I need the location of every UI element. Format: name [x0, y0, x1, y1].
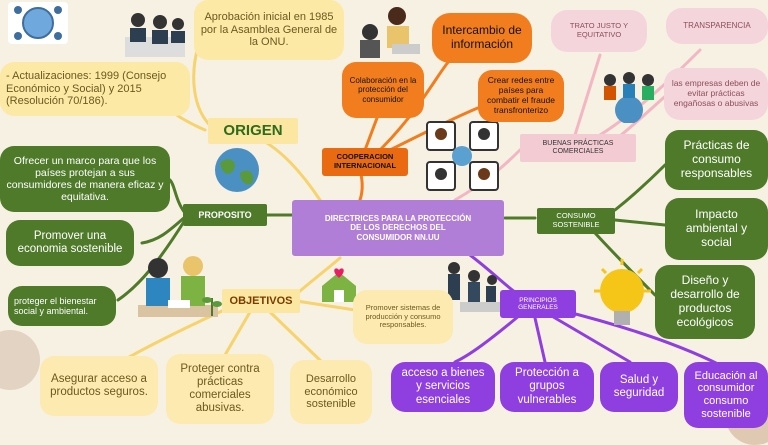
cooperacion-item-info-exchange: Intercambio de información — [432, 13, 532, 63]
eco-house-icon — [322, 268, 356, 302]
principios-item-education: Educación al consumidor consumo sostenib… — [684, 362, 768, 428]
globe-icon — [215, 148, 259, 192]
origen-label: ORIGEN — [208, 118, 298, 144]
cooperacion-label: COOPERACION INTERNACIONAL — [322, 148, 408, 176]
cooperacion-item-networks: Crear redes entre países para combatir e… — [478, 70, 564, 122]
principios-item-vulnerable: Protección a grupos vulnerables — [500, 362, 594, 412]
consumo-item-responsible-practices: Prácticas de consumo responsables — [665, 130, 768, 190]
central-topic: DIRECTRICES PARA LA PROTECCIÓN DE LOS DE… — [292, 200, 504, 256]
consumo-item-eco-design: Diseño y desarrollo de productos ecológi… — [655, 265, 755, 339]
proposito-item-wellbeing: proteger el bienestar social y ambiental… — [8, 286, 116, 326]
meeting-people-icon — [125, 13, 185, 57]
buenas-practicas-item-fair-treatment: TRATO JUSTO Y EQUITATIVO — [551, 10, 647, 52]
objetivos-item-abusive-practices: Proteger contra prácticas comerciales ab… — [166, 354, 274, 424]
buenas-practicas-label: BUENAS PRÁCTICAS COMERCIALES — [520, 134, 636, 162]
lightbulb-icon — [594, 259, 651, 325]
objetivos-item-sustainable-development: Desarrollo económico sostenible — [290, 360, 372, 424]
group-network-icon — [426, 121, 499, 191]
principios-item-health: Salud y seguridad — [600, 362, 678, 412]
objetivos-label: OBJETIVOS — [222, 289, 300, 313]
objetivos-item-safe-products: Asegurar acceso a productos seguros. — [40, 356, 158, 416]
consultant-icon — [360, 7, 420, 58]
proposito-item-economy: Promover una economia sostenible — [6, 220, 134, 266]
principios-item-access: acceso a bienes y servicios esenciales — [391, 362, 495, 412]
buenas-practicas-item-transparency: TRANSPARENCIA — [666, 8, 768, 44]
business-people-icon — [448, 262, 500, 312]
origen-item-updates: - Actualizaciones: 1999 (Consejo Económi… — [0, 62, 190, 116]
principios-label: PRINCIPIOS GENERALES — [500, 290, 576, 318]
people-earth-icon — [604, 72, 654, 123]
cooperacion-item-collaboration: Colaboración en la protección del consum… — [342, 62, 424, 118]
buenas-practicas-item-avoid-deception: las empresas deben de evitar prácticas e… — [664, 68, 768, 120]
consumo-item-impact: Impacto ambiental y social — [665, 198, 768, 260]
consumo-label: CONSUMO SOSTENIBLE — [537, 208, 615, 234]
proposito-label: PROPOSITO — [183, 204, 267, 226]
objetivos-item-responsible-systems: Promover sistemas de producción y consum… — [353, 290, 453, 344]
origen-item-approval: Aprobación inicial en 1985 por la Asambl… — [194, 0, 344, 60]
world-network-icon — [8, 2, 68, 44]
plant-icon — [202, 297, 222, 316]
proposito-item-framework: Ofrecer un marco para que los países pro… — [0, 146, 170, 212]
teamwork-icon — [138, 256, 218, 317]
